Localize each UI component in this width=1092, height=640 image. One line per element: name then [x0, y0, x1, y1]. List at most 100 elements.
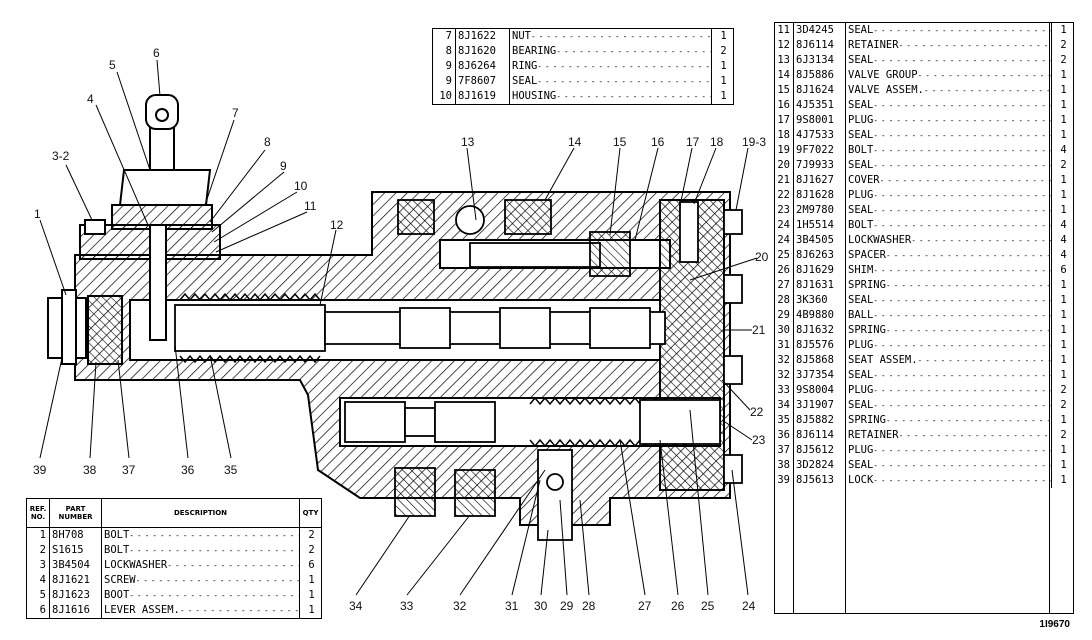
quantity: 1	[1051, 368, 1073, 383]
part-number: 3D4245	[793, 23, 845, 38]
table-row: 113D4245SEAL1	[775, 23, 1073, 38]
header-ref-no: REF. NO.	[29, 505, 47, 521]
description-text: SEAL	[848, 159, 874, 171]
description: SEAL	[845, 158, 1051, 173]
quantity: 1	[1051, 68, 1073, 83]
description: SEAL	[845, 398, 1051, 413]
quantity: 1	[1051, 293, 1073, 308]
spool	[174, 304, 666, 352]
callout-5: 5	[109, 58, 116, 72]
ref-no: 6	[39, 604, 46, 616]
quantity: 1	[1051, 338, 1073, 353]
quantity: 2	[711, 44, 733, 59]
quantity: 1	[1051, 23, 1073, 38]
description-text: COVER	[848, 174, 880, 186]
part-number: 8J1631	[793, 278, 845, 293]
quantity: 1	[711, 89, 733, 104]
description-text: NUT	[512, 30, 531, 42]
dot-leader	[880, 173, 1051, 188]
ref-no: 7	[445, 30, 452, 42]
part-number: 8J5882	[793, 413, 845, 428]
quantity: 2	[1051, 398, 1073, 413]
description-text: SEAL	[848, 459, 874, 471]
table-row: 323J7354SEAL1	[775, 368, 1073, 383]
quantity: 2	[1051, 38, 1073, 53]
ref-no: 8	[445, 45, 452, 57]
top-table-rows: 78J1622NUT188J1620BEARING298J6264RING197…	[433, 29, 733, 104]
description-text: VALVE ASSEM.	[848, 84, 924, 96]
ref-no: 24	[777, 234, 790, 246]
part-number: 8J1620	[455, 44, 509, 59]
quantity: 1	[1051, 173, 1073, 188]
quantity: 1	[299, 588, 321, 603]
ref-no: 10	[439, 90, 452, 102]
description-text: SEAL	[512, 75, 538, 87]
part-number: 9S8004	[793, 383, 845, 398]
part-number: 3B4504	[49, 558, 101, 573]
cover-bolts	[723, 209, 743, 484]
part-number: 8J1629	[793, 263, 845, 278]
description-text: SPRING	[848, 279, 886, 291]
callout-32: 32	[453, 599, 467, 613]
ref-no: 4	[39, 574, 46, 586]
dot-leader	[136, 573, 299, 588]
table-row: 97F8607SEAL1	[433, 74, 733, 89]
part-number: 9S8001	[793, 113, 845, 128]
description-text: PLUG	[848, 189, 874, 201]
table-row: 199F7022BOLT4	[775, 143, 1073, 158]
right-table-col-lines	[1049, 23, 1050, 613]
ref-no: 24	[777, 219, 790, 231]
quantity: 1	[1051, 308, 1073, 323]
ref-no: 18	[777, 129, 790, 141]
part-number: 8J5576	[793, 338, 845, 353]
quantity: 1	[1051, 113, 1073, 128]
dot-leader	[886, 323, 1051, 338]
description: HOUSING	[509, 89, 711, 104]
callout-10: 10	[294, 179, 308, 193]
ref-no: 14	[777, 69, 790, 81]
quantity: 1	[1051, 353, 1073, 368]
callout-19-3: 19-3	[742, 135, 766, 149]
part-number: 8J5886	[793, 68, 845, 83]
description-text: BEARING	[512, 45, 557, 57]
end-plug	[47, 289, 123, 365]
ref-no: 38	[777, 459, 790, 471]
part-number: 8J6264	[455, 59, 509, 74]
description: SPRING	[845, 278, 1051, 293]
part-number: 8J5868	[793, 353, 845, 368]
quantity: 4	[1051, 248, 1073, 263]
part-number: 8J1622	[455, 29, 509, 44]
dot-leader	[873, 308, 1051, 323]
quantity: 1	[1051, 413, 1073, 428]
dot-leader	[873, 293, 1051, 308]
dot-leader	[167, 558, 299, 573]
dot-leader	[873, 338, 1051, 353]
bottom-table-rows: 18H708BOLT22S1615BOLT233B4504LOCKWASHER6…	[27, 528, 321, 618]
ref-no: 29	[777, 309, 790, 321]
dot-leader	[873, 263, 1051, 278]
callout-15: 15	[613, 135, 627, 149]
description: SEAL	[845, 23, 1051, 38]
part-number: 8J1627	[793, 173, 845, 188]
dot-leader	[873, 23, 1051, 38]
part-number: 7J9933	[793, 158, 845, 173]
ref-no: 23	[777, 204, 790, 216]
quantity: 1	[711, 29, 733, 44]
quantity: 1	[1051, 128, 1073, 143]
lever-housing	[79, 94, 221, 341]
description: BOOT	[101, 588, 299, 603]
ref-no: 16	[777, 99, 790, 111]
lower-plug	[344, 399, 721, 541]
part-number: 8H708	[49, 528, 101, 543]
callout-6: 6	[153, 46, 160, 60]
dot-leader	[899, 428, 1051, 443]
quantity: 2	[1051, 428, 1073, 443]
quantity: 1	[1051, 458, 1073, 473]
ref-no: 11	[777, 24, 790, 36]
description-text: BOLT	[104, 529, 130, 541]
quantity: 1	[1051, 203, 1073, 218]
